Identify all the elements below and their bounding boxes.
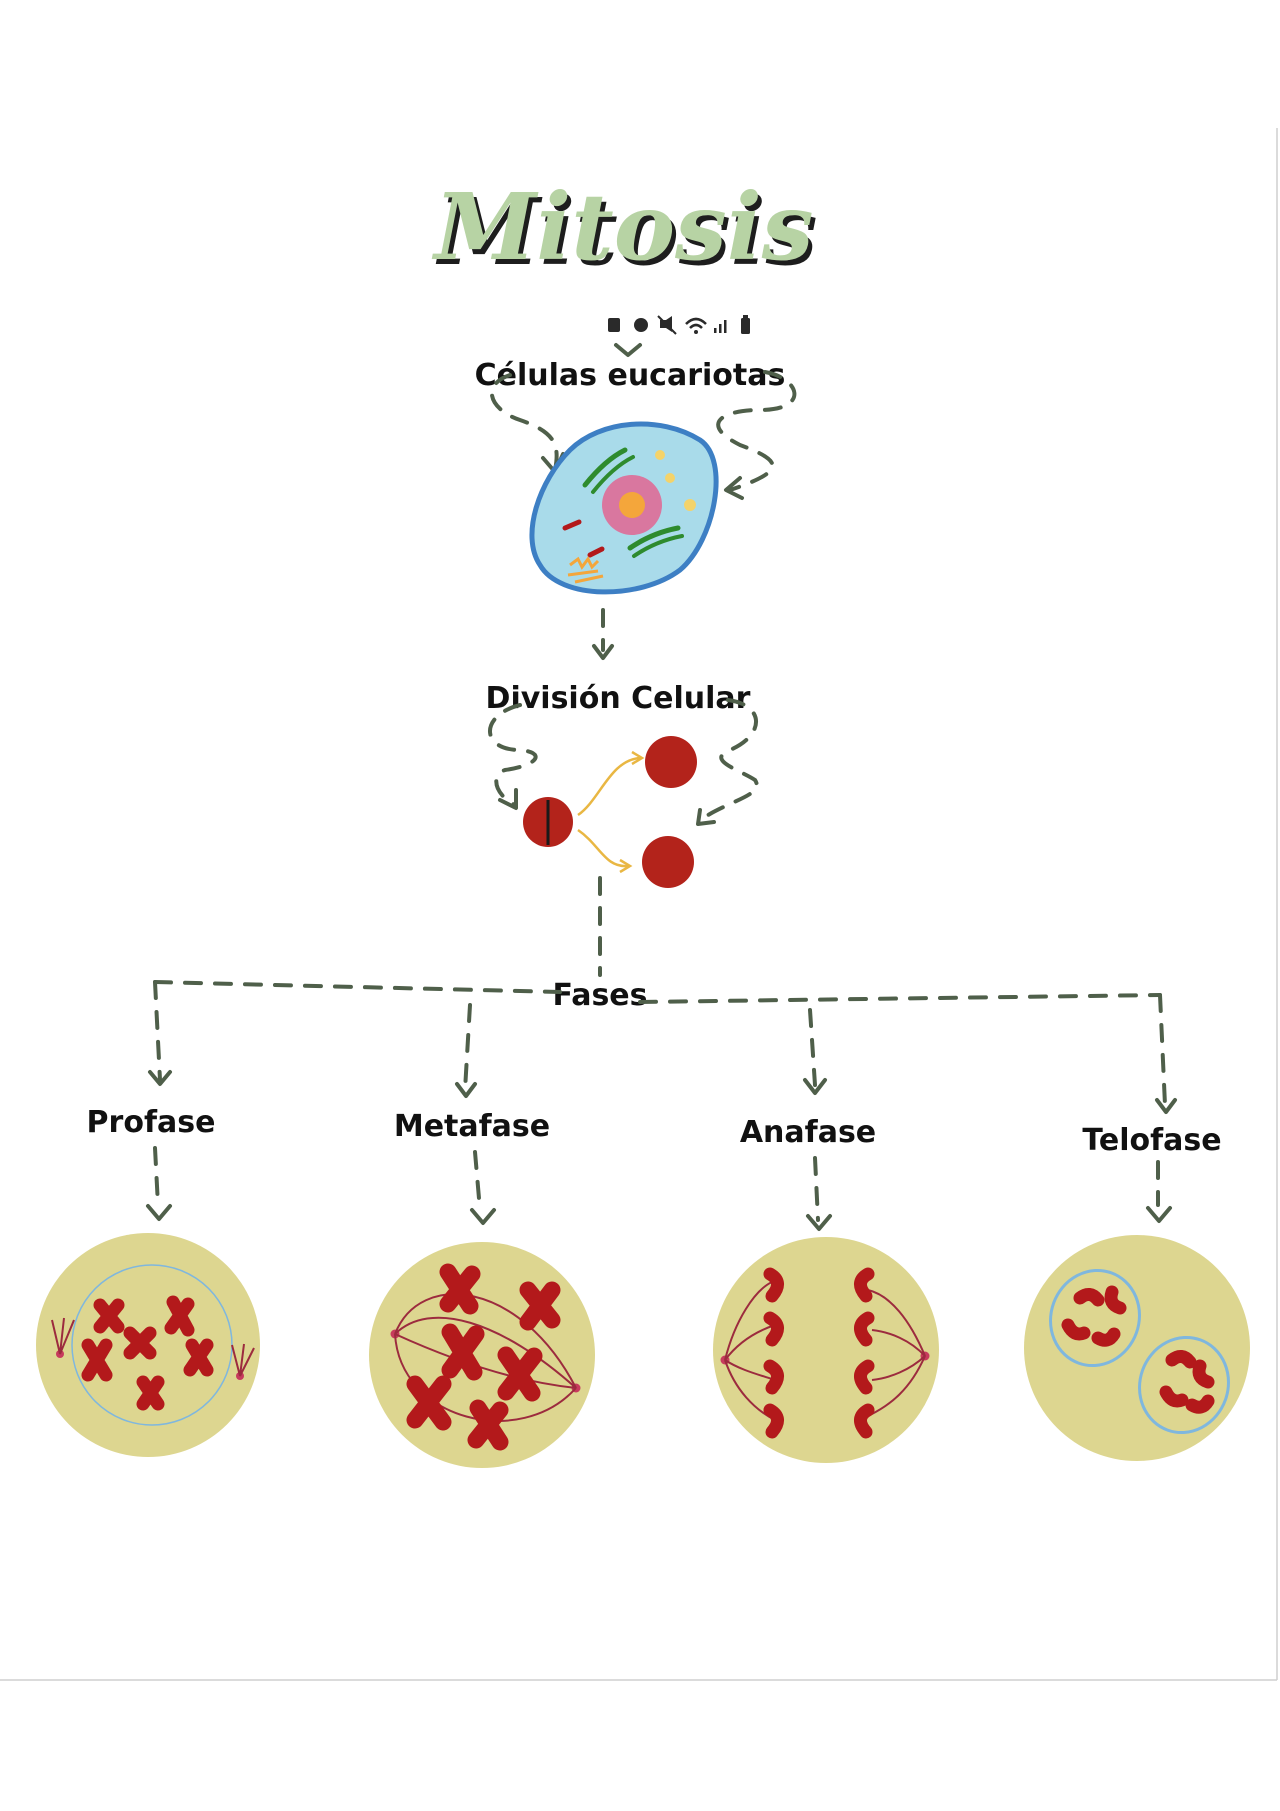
telofase-down-arrowhead xyxy=(1146,1206,1172,1223)
anafase-down-arrow xyxy=(813,1156,820,1222)
phase-label-anafase: Anafase xyxy=(740,1115,876,1150)
phase-label-metafase: Metafase xyxy=(394,1109,550,1144)
signal-icon xyxy=(714,320,727,333)
title-shadow: Mitosis xyxy=(435,178,817,286)
profase-down-arrow xyxy=(153,1146,160,1207)
screenshot-icon xyxy=(608,318,620,332)
metafase-cell xyxy=(369,1242,595,1468)
alarm-icon xyxy=(634,318,648,332)
eukaryotic-label: Células eucariotas xyxy=(475,358,786,393)
branch-right xyxy=(638,993,1162,1004)
anafase-arrowhead xyxy=(803,1078,827,1095)
branch-metafase xyxy=(463,1003,472,1092)
division-right-arrowhead xyxy=(696,808,716,826)
division-label: División Celular xyxy=(486,681,751,716)
metafase-down-arrowhead xyxy=(470,1208,496,1225)
title-text: Mitosis xyxy=(431,173,813,281)
anafase-down-arrowhead xyxy=(806,1214,832,1231)
cell-to-division-arrowhead xyxy=(592,644,614,660)
telofase-arrowhead xyxy=(1155,1098,1177,1114)
phase-label-telofase: Telofase xyxy=(1082,1123,1221,1158)
phases-label: Fases xyxy=(552,978,647,1013)
profase-cell xyxy=(36,1233,260,1457)
profase-arrowhead xyxy=(148,1070,172,1086)
profase-down-arrowhead xyxy=(146,1204,172,1221)
phase-label-profase: Profase xyxy=(87,1105,216,1140)
cell-division-illustration xyxy=(523,736,697,888)
top-arrow xyxy=(614,343,642,357)
left-loop-arrow xyxy=(489,373,559,472)
wifi-icon xyxy=(685,317,707,334)
metafase-down-arrow xyxy=(473,1150,482,1212)
eukaryotic-cell-illustration xyxy=(529,421,719,595)
metafase-arrowhead xyxy=(455,1082,477,1098)
status-bar xyxy=(608,315,750,335)
division-left-loop xyxy=(488,703,538,807)
division-right-loop xyxy=(698,698,759,822)
anafase-cell xyxy=(713,1237,939,1463)
branch-left xyxy=(153,980,562,994)
page-title: Mitosis Mitosis xyxy=(431,173,817,286)
division-left-arrowhead xyxy=(498,788,518,810)
right-loop-arrowhead xyxy=(724,476,744,500)
branch-profase xyxy=(153,980,162,1082)
branch-telofase xyxy=(1158,993,1167,1107)
mute-icon xyxy=(657,315,677,335)
telofase-cell xyxy=(1024,1235,1250,1461)
battery-icon xyxy=(741,315,750,334)
right-loop-arrow xyxy=(716,370,797,492)
branch-anafase xyxy=(808,1008,817,1087)
